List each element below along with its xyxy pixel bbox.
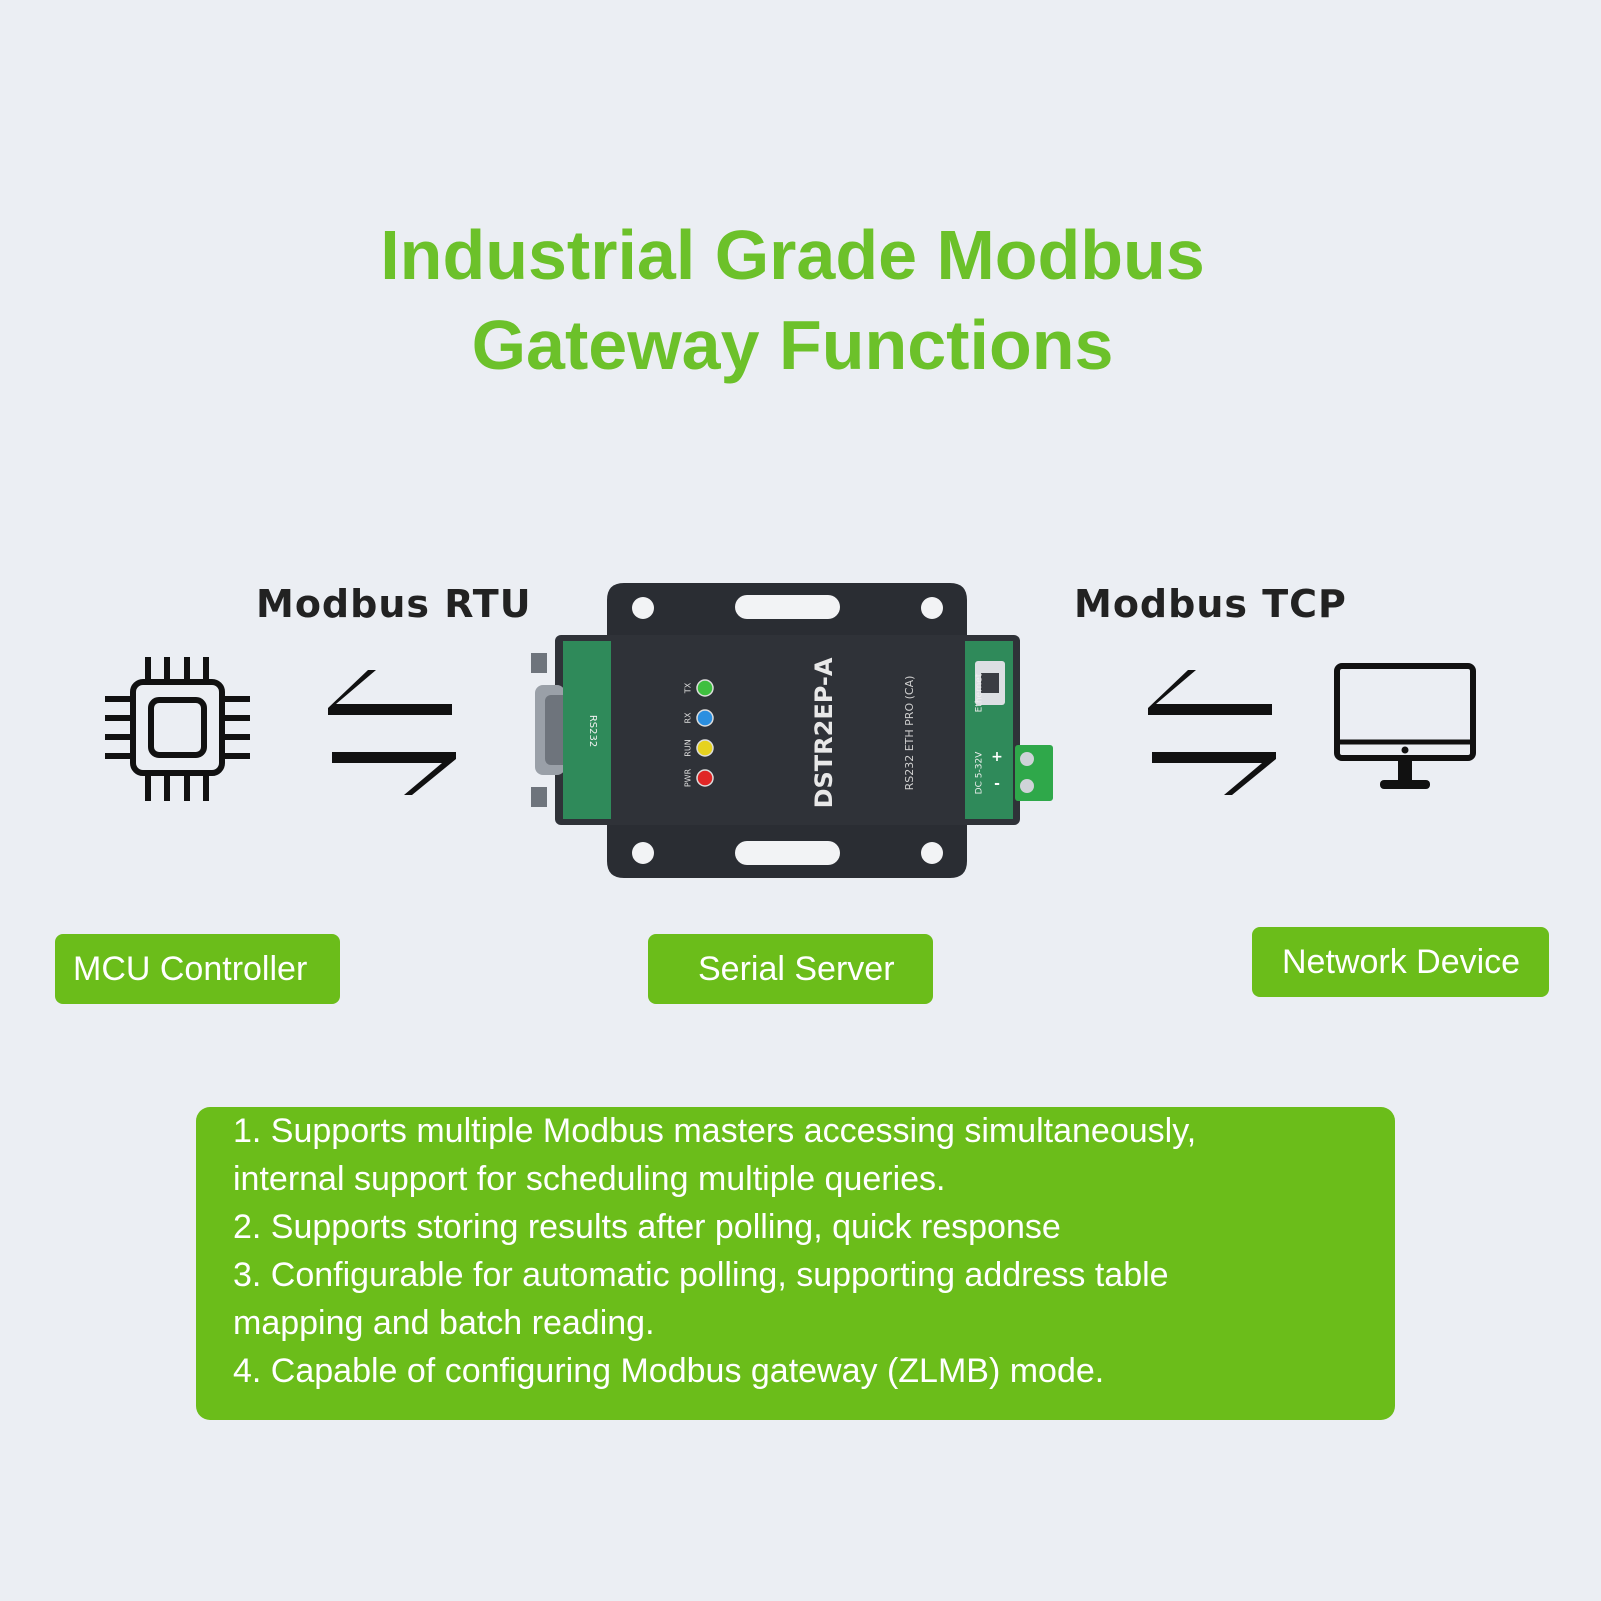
- led-label-rx: RX: [684, 712, 693, 724]
- feature-line: 1. Supports multiple Modbus masters acce…: [233, 1112, 1197, 1150]
- led-tx: [696, 679, 714, 697]
- network-device-label: Network Device: [1252, 927, 1549, 997]
- bidirectional-arrows-icon-left: [328, 670, 456, 795]
- features-panel: 1. Supports multiple Modbus masters acce…: [196, 1107, 1395, 1420]
- device-sublabel: RS232 ETH PRO (CA): [903, 676, 916, 791]
- feature-line: 3. Configurable for automatic polling, s…: [233, 1256, 1169, 1294]
- led-pwr: [696, 769, 714, 787]
- title-line-2: Gateway Functions: [471, 306, 1114, 384]
- serial-server-device: + -: [531, 583, 1053, 878]
- power-label: DC 5-32V: [975, 751, 985, 795]
- led-rx: [696, 709, 714, 727]
- feature-line: internal support for scheduling multiple…: [233, 1160, 946, 1198]
- feature-line: 4. Capable of configuring Modbus gateway…: [233, 1352, 1105, 1390]
- led-label-run: RUN: [684, 739, 693, 756]
- bidirectional-arrows-icon-right: [1148, 670, 1276, 795]
- device-text-layer: DSTR2EP-A RS232 ETH PRO (CA) RS232 Ether…: [587, 657, 985, 808]
- led-run: [696, 739, 714, 757]
- device-model-label: DSTR2EP-A: [810, 657, 838, 808]
- led-label-tx: TX: [684, 682, 693, 694]
- svg-text:-: -: [994, 776, 1000, 792]
- mcu-controller-label: MCU Controller: [55, 934, 340, 1004]
- chip-icon: [105, 657, 250, 801]
- ethernet-port-label: Ethernet: [975, 673, 985, 712]
- feature-line: 2. Supports storing results after pollin…: [233, 1208, 1061, 1246]
- led-label-pwr: PWR: [684, 768, 693, 787]
- title-line-1: Industrial Grade Modbus: [380, 216, 1205, 294]
- serial-server-label: Serial Server: [648, 934, 933, 1004]
- svg-text:+: +: [991, 749, 1003, 765]
- modbus-rtu-label: Modbus RTU: [256, 582, 532, 626]
- feature-line: mapping and batch reading.: [233, 1304, 655, 1342]
- rs232-port-label: RS232: [587, 715, 598, 747]
- modbus-tcp-label: Modbus TCP: [1074, 582, 1347, 626]
- page-title: Industrial Grade Modbus Gateway Function…: [0, 210, 1585, 390]
- status-leds: TX RX RUN PWR: [684, 679, 714, 787]
- monitor-icon: [1334, 663, 1476, 789]
